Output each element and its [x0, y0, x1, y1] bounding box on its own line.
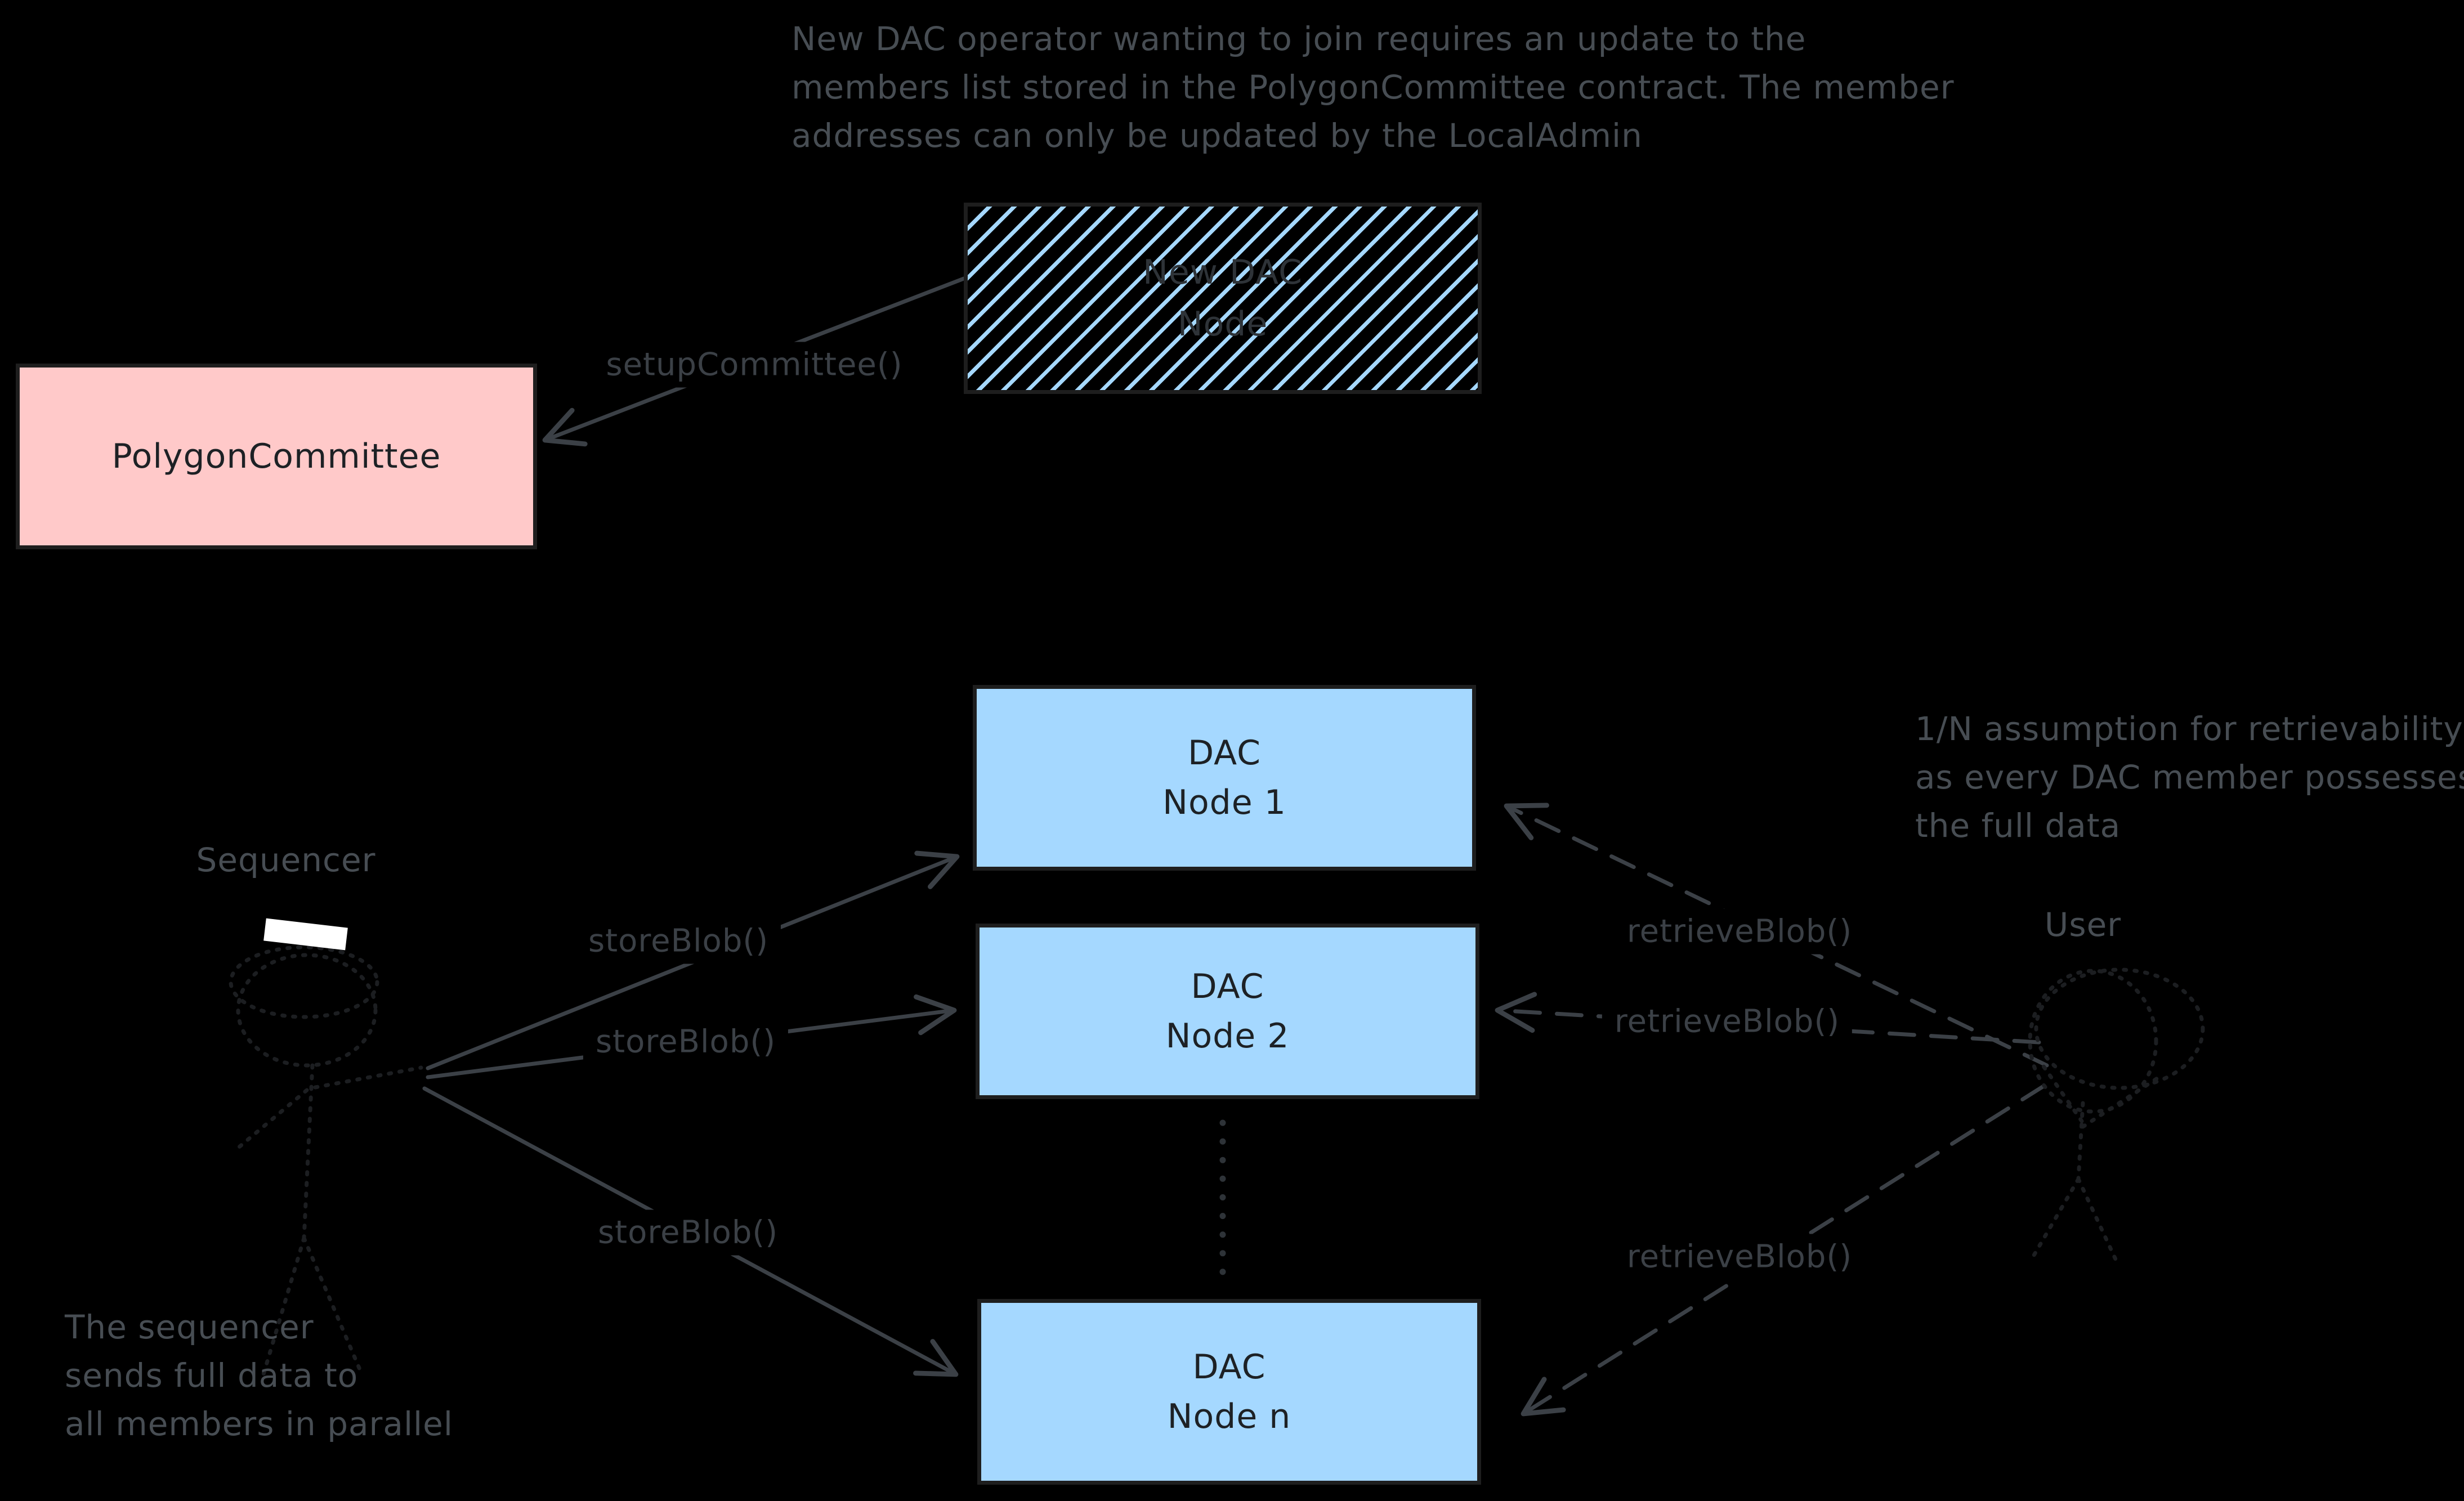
- join-note-line: addresses can only be updated by the Loc…: [791, 117, 1643, 155]
- dac-node-2-label-line: DAC: [1191, 967, 1264, 1006]
- setup-committee-label: setupCommittee(): [593, 342, 915, 388]
- user-label: User: [2044, 906, 2122, 944]
- retrieve-blob-label-3: retrieveBlob(): [1614, 1234, 1865, 1280]
- parallel-note: The sequencer sends full data to all mem…: [65, 1303, 453, 1448]
- retrievability-note-line: 1/N assumption for retrievability,: [1915, 710, 2464, 748]
- join-note-line: New DAC operator wanting to join require…: [791, 20, 1806, 58]
- store-blob-label-1: storeBlob(): [575, 918, 781, 964]
- parallel-note-line: The sequencer: [65, 1308, 314, 1346]
- store-blob-label-3: storeBlob(): [585, 1209, 791, 1256]
- dac-node-1-label-line: DAC: [1187, 733, 1262, 773]
- dac-node-n-label-line: DAC: [1192, 1347, 1266, 1387]
- retrievability-note-line: the full data: [1915, 806, 2121, 845]
- join-note: New DAC operator wanting to join require…: [791, 15, 1955, 160]
- retrievability-note-line: as every DAC member possesses: [1915, 758, 2464, 796]
- parallel-note-line: all members in parallel: [65, 1405, 453, 1443]
- new-dac-node-label-line: New DAC: [1143, 253, 1303, 292]
- store-blob-label-2: storeBlob(): [583, 1019, 789, 1065]
- dac-node-2-label-line: Node 2: [1165, 1016, 1290, 1056]
- polygon-committee-box: PolygonCommittee: [16, 364, 537, 549]
- user-figure: [2028, 967, 2205, 1266]
- sequencer-figure: [229, 945, 423, 1382]
- new-dac-node-box: New DAC Node: [964, 203, 1482, 394]
- dac-node-1-box: DAC Node 1: [973, 685, 1476, 871]
- sequencer-label: Sequencer: [196, 841, 376, 879]
- retrieve-blob-label-2: retrieveBlob(): [1602, 998, 1853, 1045]
- new-dac-node-label-line: Node: [1177, 304, 1268, 344]
- dac-node-n-label-line: Node n: [1167, 1397, 1291, 1436]
- dac-node-1-label-line: Node 1: [1162, 783, 1286, 822]
- polygon-committee-label: PolygonCommittee: [111, 437, 441, 476]
- dac-node-2-box: DAC Node 2: [976, 924, 1479, 1099]
- retrievability-note: 1/N assumption for retrievability, as ev…: [1915, 705, 2464, 850]
- retrieve-blob-label-1: retrieveBlob(): [1614, 908, 1865, 955]
- join-note-line: members list stored in the PolygonCommit…: [791, 68, 1955, 106]
- dac-node-n-box: DAC Node n: [977, 1299, 1481, 1485]
- parallel-note-line: sends full data to: [65, 1356, 359, 1395]
